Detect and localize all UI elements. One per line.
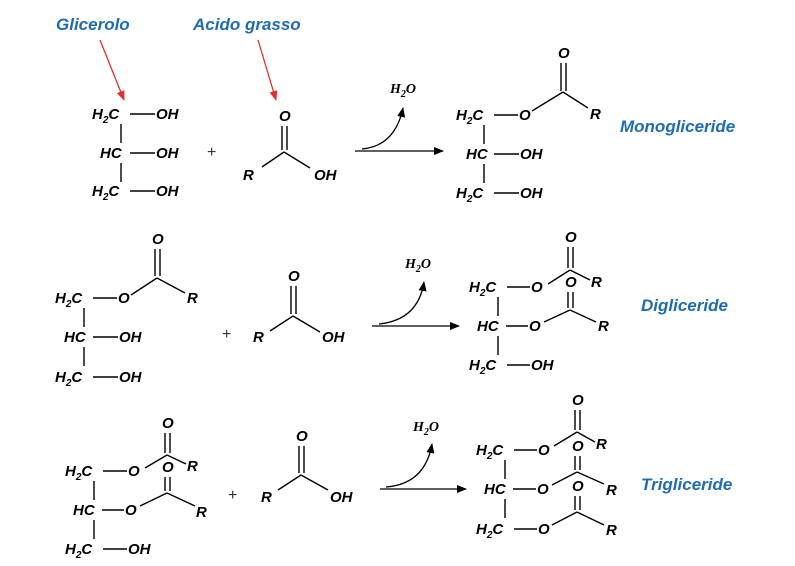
svg-text:O: O bbox=[531, 279, 543, 296]
svg-text:O: O bbox=[529, 318, 541, 335]
row-2-reaction-arrow: H2O bbox=[372, 257, 460, 330]
svg-text:O: O bbox=[565, 274, 577, 291]
svg-text:R: R bbox=[590, 106, 601, 123]
row-2-diglyceride: O R O R H2C O HC O H2C OH bbox=[469, 229, 609, 377]
row-2-monoglyceride: O R H2C O HC OH H2C OH bbox=[55, 231, 198, 389]
glycerol-label: Glicerolo bbox=[56, 15, 130, 34]
svg-text:HC: HC bbox=[484, 481, 507, 498]
monoglyceride-label: Monogliceride bbox=[620, 117, 735, 136]
glycerol-pointer bbox=[99, 39, 125, 101]
svg-text:OH: OH bbox=[520, 146, 544, 163]
svg-text:R: R bbox=[187, 290, 198, 307]
svg-text:O: O bbox=[118, 290, 130, 307]
svg-text:OH: OH bbox=[322, 329, 346, 346]
svg-text:HC: HC bbox=[477, 318, 500, 335]
svg-text:R: R bbox=[606, 482, 617, 499]
svg-text:O: O bbox=[572, 392, 584, 409]
svg-text:R: R bbox=[606, 522, 617, 539]
svg-text:H2C: H2C bbox=[469, 279, 497, 299]
row-2-fatty-acid: O R OH bbox=[253, 268, 346, 346]
svg-text:OH: OH bbox=[119, 369, 143, 386]
svg-text:OH: OH bbox=[156, 145, 180, 162]
svg-text:O: O bbox=[538, 442, 550, 459]
svg-text:OH: OH bbox=[156, 106, 180, 123]
svg-text:H2C: H2C bbox=[55, 290, 83, 310]
row-2-plus: + bbox=[222, 326, 231, 343]
svg-text:OH: OH bbox=[156, 183, 180, 200]
svg-text:O: O bbox=[162, 415, 174, 432]
svg-text:O: O bbox=[296, 428, 308, 445]
svg-text:OH: OH bbox=[314, 167, 338, 184]
svg-text:H2C: H2C bbox=[476, 521, 504, 541]
svg-text:H2O: H2O bbox=[404, 257, 431, 275]
row-3-fatty-acid: O R OH bbox=[261, 428, 354, 506]
svg-text:R: R bbox=[261, 489, 272, 506]
svg-text:O: O bbox=[572, 478, 584, 495]
svg-text:H2C: H2C bbox=[55, 369, 83, 389]
svg-text:OH: OH bbox=[330, 489, 354, 506]
svg-text:H2C: H2C bbox=[469, 357, 497, 377]
svg-text:H2O: H2O bbox=[389, 82, 416, 100]
row-1-fatty-acid: O R OH bbox=[243, 108, 338, 184]
svg-text:H2C: H2C bbox=[476, 442, 504, 462]
fatty-acid-pointer bbox=[257, 39, 278, 101]
svg-text:O: O bbox=[128, 463, 140, 480]
svg-text:HC: HC bbox=[73, 502, 96, 519]
svg-text:OH: OH bbox=[520, 185, 544, 202]
row-1-monoglyceride: O R H2C O HC OH H2C OH bbox=[456, 45, 601, 205]
row-3-reaction-arrow: H2O bbox=[380, 420, 467, 493]
row-1-reaction-arrow: H2O bbox=[355, 82, 444, 155]
svg-text:R: R bbox=[591, 274, 602, 291]
svg-text:OH: OH bbox=[119, 329, 143, 346]
triglyceride-label: Trigliceride bbox=[641, 475, 732, 494]
svg-text:R: R bbox=[596, 436, 607, 453]
svg-text:O: O bbox=[152, 231, 164, 248]
svg-text:H2C: H2C bbox=[92, 106, 120, 126]
row-3-diglyceride: O R O R H2C O HC O H2C OH bbox=[65, 415, 207, 561]
svg-text:R: R bbox=[253, 329, 264, 346]
svg-text:H2O: H2O bbox=[412, 420, 439, 438]
svg-text:O: O bbox=[288, 268, 300, 285]
svg-text:O: O bbox=[519, 107, 531, 124]
svg-text:H2C: H2C bbox=[65, 541, 93, 561]
svg-text:R: R bbox=[243, 167, 254, 184]
svg-text:R: R bbox=[196, 504, 207, 521]
row-3-plus: + bbox=[228, 487, 237, 504]
svg-text:O: O bbox=[125, 502, 137, 519]
fatty-acid-label: Acido grasso bbox=[192, 15, 301, 34]
svg-text:O: O bbox=[538, 521, 550, 538]
svg-text:H2C: H2C bbox=[456, 185, 484, 205]
svg-text:R: R bbox=[187, 458, 198, 475]
svg-text:H2C: H2C bbox=[65, 463, 93, 483]
svg-text:O: O bbox=[537, 481, 549, 498]
svg-text:O: O bbox=[279, 108, 291, 125]
row-3-triglyceride: O R O R O R H2C O HC O H2C O bbox=[476, 392, 617, 541]
svg-text:O: O bbox=[572, 438, 584, 455]
svg-text:O: O bbox=[558, 45, 570, 62]
svg-text:HC: HC bbox=[100, 145, 123, 162]
svg-text:HC: HC bbox=[64, 329, 87, 346]
svg-text:O: O bbox=[565, 229, 577, 246]
diglyceride-label: Digliceride bbox=[641, 296, 728, 315]
svg-text:R: R bbox=[598, 318, 609, 335]
svg-text:H2C: H2C bbox=[456, 107, 484, 127]
row-1-glycerol: H2C OH HC OH H2C OH bbox=[92, 106, 180, 203]
svg-text:OH: OH bbox=[531, 357, 555, 374]
svg-text:HC: HC bbox=[466, 146, 489, 163]
svg-text:H2C: H2C bbox=[92, 183, 120, 203]
svg-text:O: O bbox=[162, 459, 174, 476]
row-1-plus: + bbox=[207, 144, 216, 161]
svg-text:OH: OH bbox=[128, 541, 152, 558]
